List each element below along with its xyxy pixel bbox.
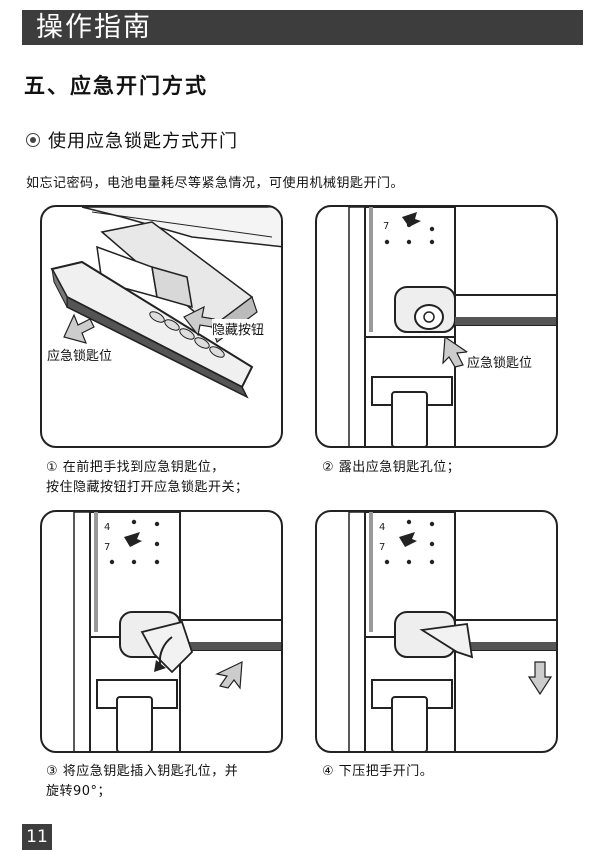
subsection-title: 使用应急锁匙方式开门 (26, 127, 238, 153)
keypad-digit: 7 (104, 542, 110, 553)
step1-caption-line1: ① 在前把手找到应急钥匙位， (46, 460, 225, 475)
step1-caption: ① 在前把手找到应急钥匙位， 按住隐藏按钮打开应急锁匙开关； (46, 458, 249, 498)
step2-caption-line1: ② 露出应急钥匙孔位； (322, 460, 461, 475)
lock-front-drawing: 7 (348, 207, 556, 446)
step4-illustration: 4 7 (315, 510, 558, 753)
step3-caption-line1: ③ 将应急钥匙插入钥匙孔位，并 (46, 764, 239, 779)
intro-text: 如忘记密码，电池电量耗尽等紧急情况，可使用机械钥匙开门。 (26, 176, 405, 191)
step1-caption-line2: 按住隐藏按钮打开应急锁匙开关； (46, 480, 249, 495)
keypad-digit: 4 (104, 522, 110, 533)
double-circle-bullet-icon (26, 133, 40, 147)
step3-caption: ③ 将应急钥匙插入钥匙孔位，并 旋转90°； (46, 762, 238, 802)
emergency-key-position-label: 应急锁匙位 (467, 352, 533, 371)
emergency-key-position-label: 应急锁匙位 (47, 345, 113, 364)
step2-caption: ② 露出应急钥匙孔位； (322, 458, 460, 478)
page-number: 11 (22, 824, 52, 850)
keypad-digit: 7 (379, 542, 385, 553)
press-handle-drawing: 4 7 (348, 512, 556, 751)
hidden-button-label: 隐藏按钮 (212, 319, 265, 338)
step3-illustration: 4 7 (40, 510, 283, 753)
step2-illustration: 7 应急锁匙位 (315, 205, 558, 448)
keypad-digit: 4 (379, 522, 385, 533)
header-bar: 操作指南 (22, 10, 583, 45)
section-title: 五、应急开门方式 (24, 74, 208, 98)
step3-caption-line2: 旋转90°； (46, 784, 112, 799)
step4-caption: ④ 下压把手开门。 (322, 762, 433, 782)
key-insert-drawing: 4 7 (73, 512, 281, 751)
keypad-digit: 7 (383, 221, 389, 232)
subsection-title-text: 使用应急锁匙方式开门 (48, 131, 238, 152)
header-title: 操作指南 (36, 12, 152, 43)
step1-illustration: 隐藏按钮 应急锁匙位 (40, 205, 283, 448)
step4-caption-line1: ④ 下压把手开门。 (322, 764, 434, 779)
